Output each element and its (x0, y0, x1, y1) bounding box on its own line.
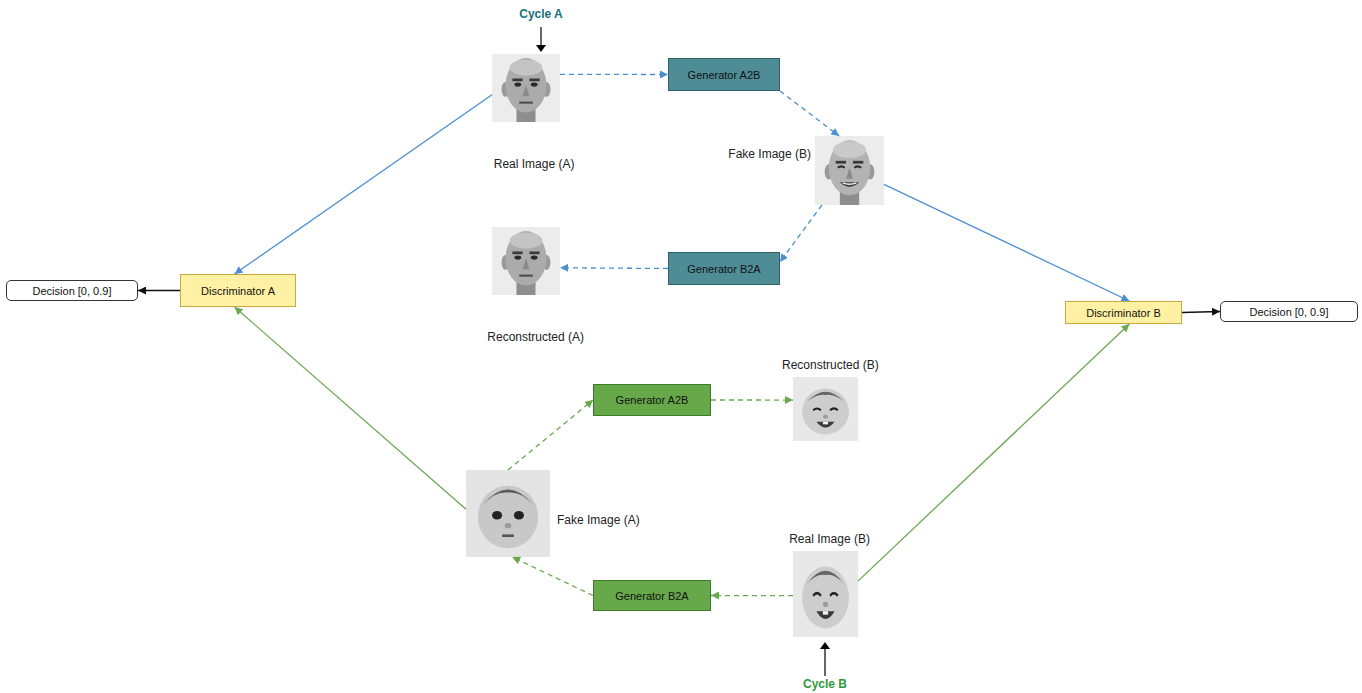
image-tile: Reconstructed (B) (793, 377, 858, 441)
dashed-arrow (780, 91, 839, 136)
generator-box: Generator B2A (593, 580, 711, 611)
image-caption-holder: Fake Image (B) (728, 144, 811, 162)
cycle-pointer (536, 27, 830, 676)
cycle-label: Cycle A (519, 7, 563, 21)
discriminator-box: Discriminator A (180, 274, 296, 307)
box-label: Discriminator A (201, 285, 275, 297)
solid-arrow (858, 324, 1129, 581)
generator-box: Generator B2A (668, 252, 780, 285)
image-caption: Real Image (B) (789, 532, 870, 546)
dashed-arrow (508, 400, 593, 470)
box-label: Discriminator B (1086, 307, 1161, 319)
generator-box: Generator A2B (593, 384, 711, 416)
dashed-arrow (560, 267, 668, 269)
image-caption-holder: Real Image (B) (789, 529, 870, 547)
image-caption-holder: Reconstructed (B) (782, 355, 879, 373)
image-tile: Reconstructed (A) (492, 227, 560, 295)
dashed-arrow (780, 205, 822, 262)
solid-arrow (235, 307, 466, 509)
box-label: Decision [0, 0.9] (33, 285, 112, 297)
image-caption: Fake Image (B) (728, 147, 811, 161)
image-tile: Real Image (B) (793, 551, 858, 637)
box-label: Generator A2B (688, 69, 761, 81)
solid-arrow (235, 95, 492, 274)
box-label: Generator B2A (687, 263, 760, 275)
dashed-arrow (711, 399, 793, 400)
image-tile: Fake Image (A) (466, 470, 550, 557)
solid-arrow (1182, 312, 1220, 313)
solid-arrow (884, 184, 1129, 301)
decision-box: Decision [0, 0.9] (1220, 301, 1358, 322)
dashed-arrow (512, 557, 593, 596)
box-label: Generator A2B (616, 394, 689, 406)
image-tile: Fake Image (B) (815, 136, 884, 205)
solid-arrow (138, 290, 180, 291)
image-tile: Real Image (A) (492, 54, 560, 122)
image-caption: Fake Image (A) (557, 513, 640, 527)
generator-box: Generator A2B (668, 58, 780, 91)
cycle-label: Cycle B (803, 677, 847, 691)
box-label: Generator B2A (615, 590, 688, 602)
image-caption: Reconstructed (A) (487, 330, 584, 344)
image-caption: Real Image (A) (494, 157, 575, 171)
discriminator-box: Discriminator B (1065, 301, 1182, 324)
box-label: Decision [0, 0.9] (1250, 306, 1329, 318)
image-caption: Reconstructed (B) (782, 358, 879, 372)
image-caption-holder: Fake Image (A) (557, 510, 640, 528)
decision-box: Decision [0, 0.9] (6, 280, 138, 301)
image-caption-holder: Reconstructed (A) (487, 327, 584, 345)
dashed-arrow (560, 74, 668, 75)
image-caption-holder: Real Image (A) (494, 154, 575, 172)
dashed-arrow (711, 595, 793, 597)
